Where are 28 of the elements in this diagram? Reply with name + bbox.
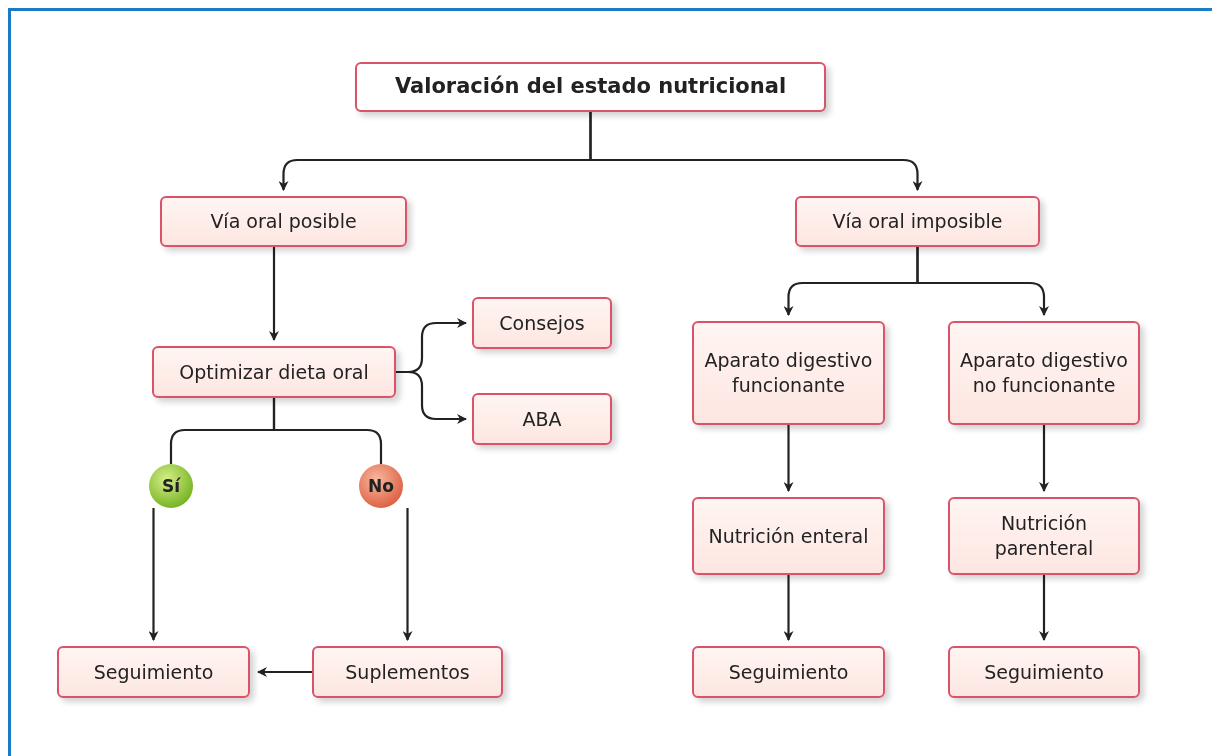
arrow xyxy=(148,508,159,641)
arrow xyxy=(402,508,413,641)
title-box: Valoración del estado nutricional xyxy=(355,62,826,112)
process-box: Nutrición enteral xyxy=(692,497,885,575)
arrow xyxy=(396,370,467,424)
arrow xyxy=(916,247,1049,316)
process-box: Aparato digestivo funcionante xyxy=(692,321,885,425)
arrow xyxy=(783,425,794,492)
process-box: Vía oral imposible xyxy=(795,196,1040,247)
process-box: Vía oral posible xyxy=(160,196,407,247)
process-box: Optimizar dieta oral xyxy=(152,346,396,398)
process-box: Suplementos xyxy=(312,646,503,698)
no-circle: No xyxy=(359,464,403,508)
arrow xyxy=(257,667,312,677)
connector-line xyxy=(272,398,383,464)
yes-circle: Sí xyxy=(149,464,193,508)
process-box: Seguimiento xyxy=(948,646,1140,698)
process-box: ABA xyxy=(472,393,612,445)
arrow xyxy=(269,247,279,341)
process-box: Consejos xyxy=(472,297,612,349)
arrow xyxy=(1039,575,1049,641)
process-box: Seguimiento xyxy=(692,646,885,698)
process-box: Aparato digestivo no funcionante xyxy=(948,321,1140,425)
arrow xyxy=(783,575,794,641)
arrow xyxy=(589,112,923,191)
process-box: Nutrición parenteral xyxy=(948,497,1140,575)
arrow xyxy=(1039,425,1049,492)
process-box: Seguimiento xyxy=(57,646,250,698)
